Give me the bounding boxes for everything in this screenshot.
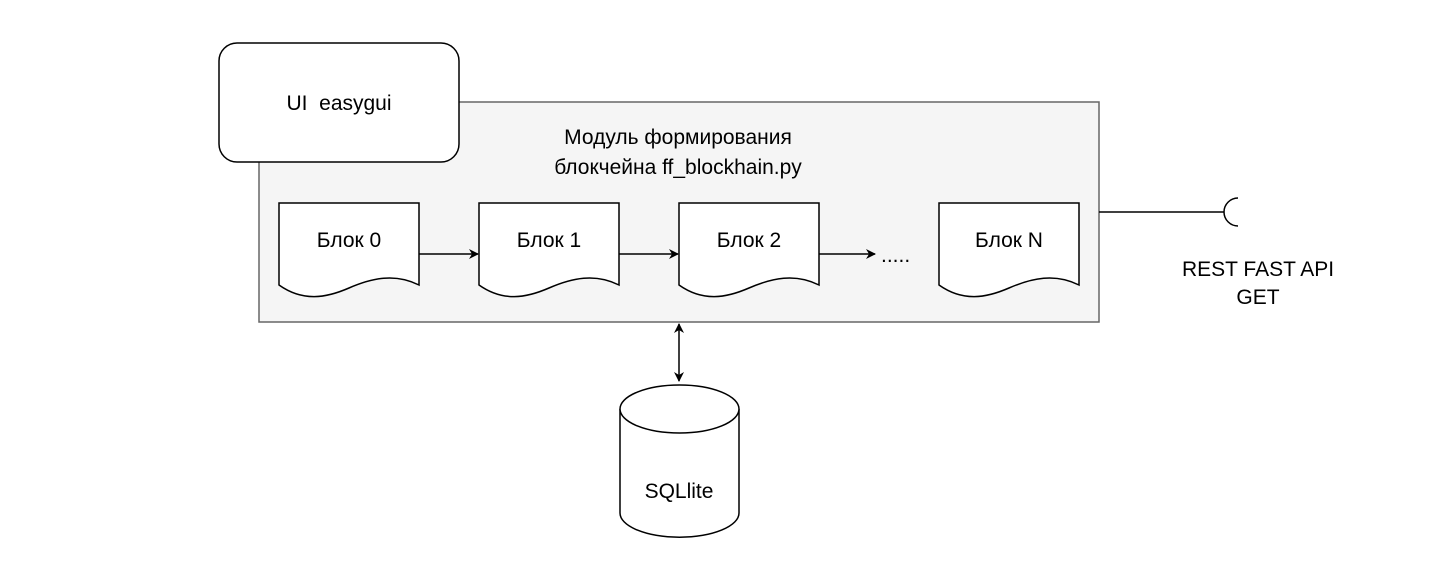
block-0-label: Блок 0 [317,229,381,252]
block-0-document: Блок 0 [278,202,420,298]
block-n-document: Блок N [938,202,1080,298]
block-2-document: Блок 2 [678,202,820,298]
block-2-label: Блок 2 [717,229,781,252]
sqlite-label: SQLlite [645,480,714,503]
api-interface-socket [1223,197,1239,227]
module-title-line1: Модуль формирования [564,126,792,149]
block-1-label: Блок 1 [517,229,581,252]
block-n-label: Блок N [975,229,1043,252]
ui-easygui-box [218,42,460,163]
sqlite-database-cylinder: SQLlite [619,384,740,538]
ellipsis-label: ..... [881,244,910,267]
api-label-line2: GET [1236,286,1279,309]
module-title-line2: блокчейна ff_blockhain.py [554,156,802,179]
block-1-document: Блок 1 [478,202,620,298]
ui-easygui-label: UI easygui [286,92,391,115]
api-label-line1: REST FAST API [1182,258,1334,281]
